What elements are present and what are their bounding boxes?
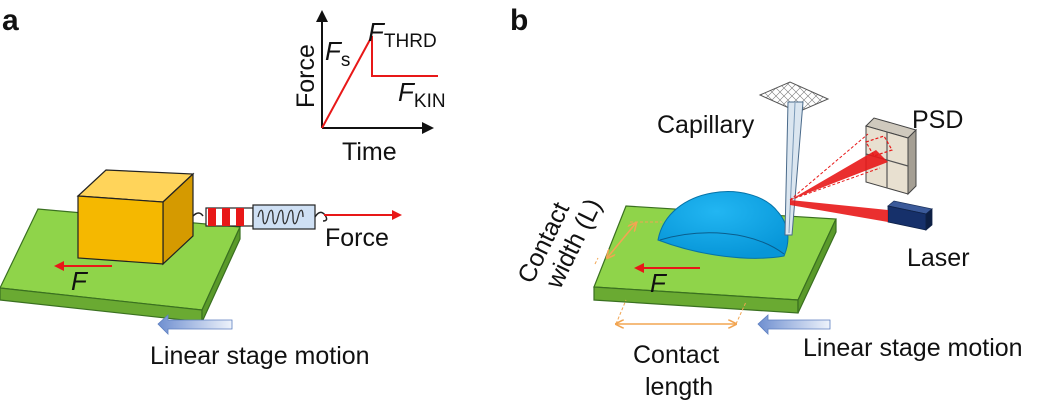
stage-motion-label: Linear stage motion bbox=[150, 342, 370, 370]
force-curve bbox=[321, 35, 438, 129]
force-label: Force bbox=[325, 224, 389, 252]
contact-length-label-2: length bbox=[645, 373, 713, 401]
panel-a-letter: a bbox=[2, 4, 19, 37]
laser bbox=[887, 200, 933, 231]
spring-coil bbox=[257, 209, 304, 225]
incident-beam bbox=[790, 200, 888, 222]
psd-spot bbox=[865, 135, 893, 157]
contact-length-tick-a bbox=[615, 299, 627, 325]
block bbox=[76, 169, 195, 266]
contact-length-dimension: Contact length bbox=[615, 299, 747, 401]
graph-fthrd-label: FTHRD bbox=[368, 17, 437, 52]
contact-width-arrow bbox=[607, 223, 636, 258]
spring-assembly bbox=[192, 204, 402, 230]
droplet-contact-line bbox=[659, 232, 785, 255]
graph-x-label: Time bbox=[342, 138, 397, 166]
capillary-mount bbox=[758, 81, 830, 113]
platform-side bbox=[201, 226, 241, 323]
hook-right bbox=[314, 211, 328, 222]
block-front bbox=[77, 195, 164, 265]
stage-motion-arrow bbox=[157, 314, 233, 335]
contact-length-tick-b bbox=[735, 301, 747, 325]
panel-b: b bbox=[510, 4, 1023, 401]
reflected-beam bbox=[790, 150, 888, 200]
laser-side bbox=[925, 208, 933, 231]
friction-label: F bbox=[71, 266, 89, 296]
contact-length-label-1: Contact bbox=[633, 341, 719, 369]
force-time-graph: Force Time Fs FTHRD FKIN bbox=[292, 10, 446, 166]
spring-housing bbox=[252, 204, 316, 230]
beam-divergence bbox=[789, 133, 881, 201]
panel-a: a Force F Lin bbox=[0, 4, 446, 370]
psd-label: PSD bbox=[912, 106, 963, 134]
laser-beams bbox=[789, 133, 893, 222]
damper-stripe-1 bbox=[208, 208, 216, 226]
psd-side bbox=[907, 128, 917, 196]
laser-label: Laser bbox=[907, 244, 970, 272]
graph-fkin-label: FKIN bbox=[398, 77, 446, 112]
graph-y-label: Force bbox=[292, 44, 320, 108]
graph-fs-label: Fs bbox=[325, 36, 350, 71]
platform-side bbox=[797, 218, 837, 314]
panel-b-letter: b bbox=[510, 4, 528, 37]
droplet bbox=[657, 191, 789, 259]
stage-motion-label: Linear stage motion bbox=[803, 334, 1023, 362]
friction-label: F bbox=[650, 268, 668, 298]
hook-left bbox=[192, 212, 204, 217]
damper-stripe-3 bbox=[236, 208, 244, 226]
damper-stripe-2 bbox=[222, 208, 230, 226]
capillary-inner bbox=[788, 102, 796, 234]
contact-width-tick-a bbox=[594, 257, 599, 265]
stage-motion-arrow bbox=[757, 314, 831, 335]
capillary-label: Capillary bbox=[657, 111, 755, 139]
psd-detector bbox=[865, 117, 917, 196]
capillary-tube bbox=[784, 101, 804, 236]
capillary bbox=[758, 81, 830, 236]
